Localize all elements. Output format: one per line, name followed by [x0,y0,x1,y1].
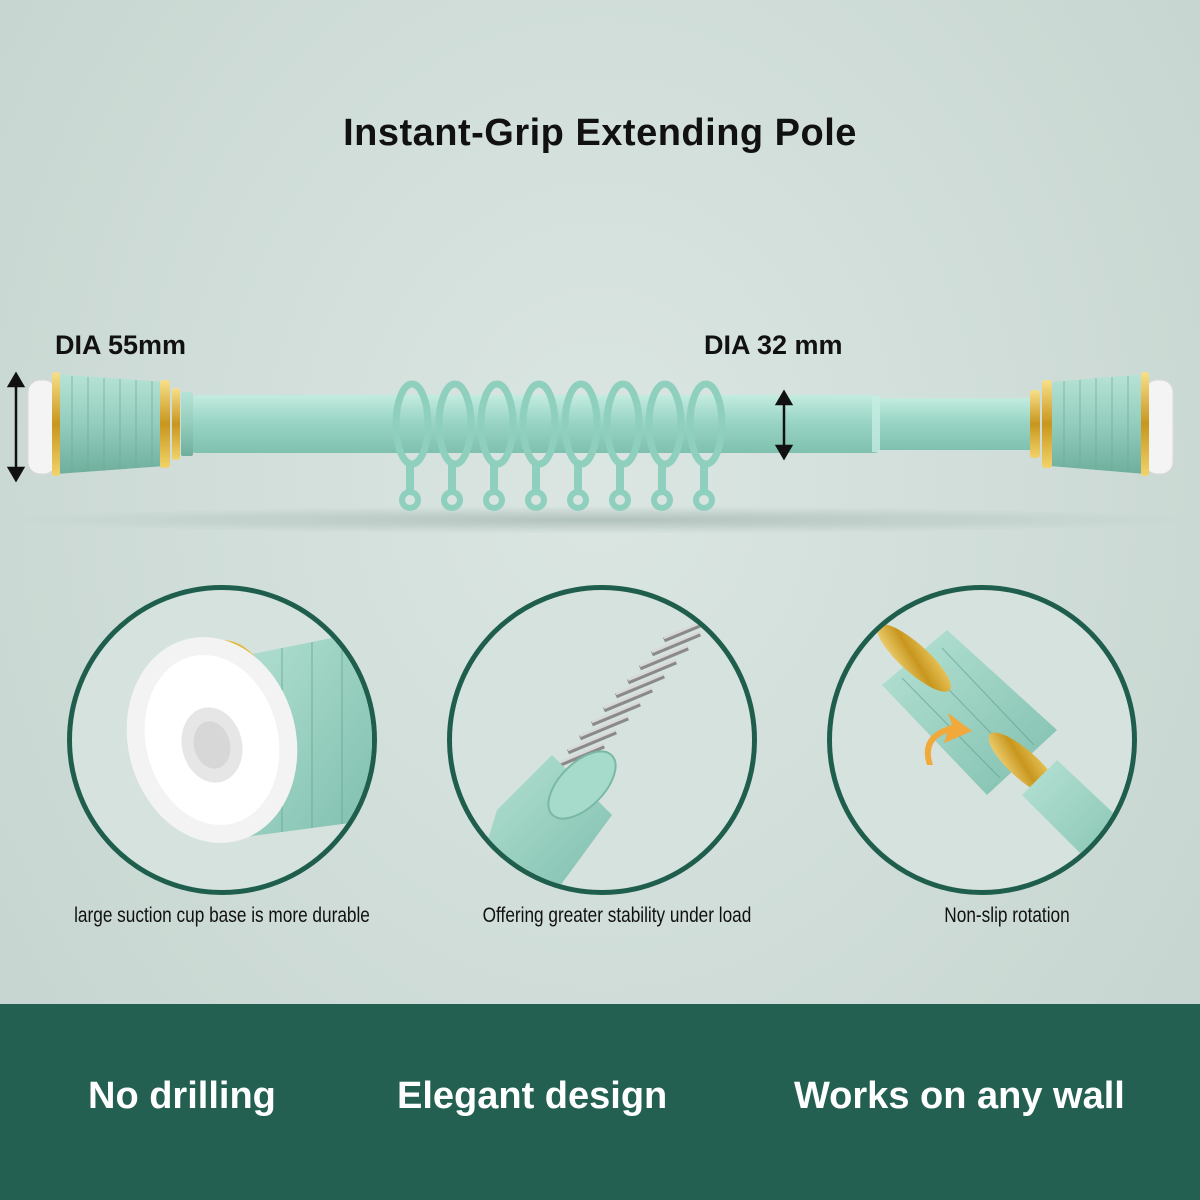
rotation-arrow-icon [924,713,972,765]
dia-32-label: DIA 32 mm [704,330,843,360]
page-title: Instant-Grip Extending Pole [343,112,857,154]
detail-caption-rotation: Non-slip rotation [944,904,1070,927]
spring-detail-image [447,585,757,895]
rotation-detail-image [827,585,1137,895]
dia-55-label: DIA 55mm [55,330,187,360]
dia-55-arrow-icon [6,371,26,483]
extending-pole-illustration [6,371,1190,534]
detail-caption-suction: large suction cup base is more durable [74,904,370,927]
feature-elegant-design: Elegant design [397,1075,668,1117]
dia-32-arrow-icon [774,389,794,461]
suction-cup-detail-image [67,585,377,895]
detail-caption-stability: Offering greater stability under load [482,904,752,927]
feature-works-any-wall: Works on any wall [794,1075,1125,1117]
feature-banner [0,1004,1200,1200]
feature-no-drilling: No drilling [88,1075,276,1117]
